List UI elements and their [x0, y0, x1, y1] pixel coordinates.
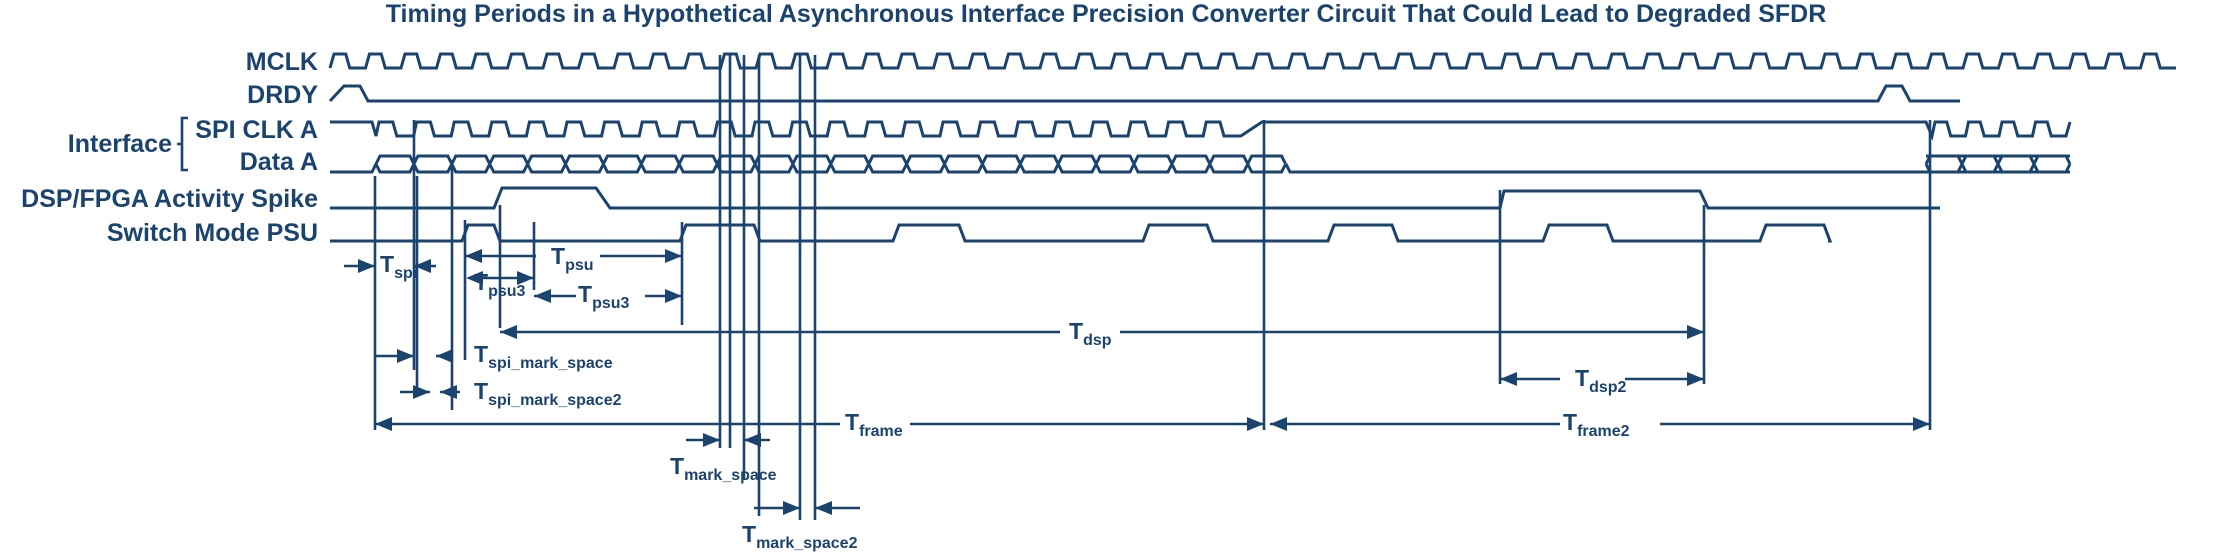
signal-label-spi-clk-a: SPI CLK A	[195, 116, 318, 144]
label-t-psu: Tpsu	[551, 243, 594, 274]
arrowhead	[744, 433, 761, 447]
signal-label-interface: Interface	[68, 130, 172, 158]
mclk-waveform	[328, 52, 2176, 70]
signal-label-switch-psu: Switch Mode PSU	[107, 219, 318, 247]
arrowhead	[703, 433, 720, 447]
arrowhead	[783, 501, 800, 515]
arrowhead	[1247, 417, 1264, 431]
data-a-waveform	[330, 154, 2072, 174]
label-t-frame: Tframe	[845, 409, 903, 440]
dsp-spike-waveform	[330, 186, 1940, 210]
label-t-spi-mark-space2: Tspi_mark_space2	[474, 378, 622, 409]
arrowhead	[665, 249, 682, 263]
arrowhead	[500, 325, 517, 339]
signal-label-mclk: MCLK	[246, 48, 318, 76]
arrowhead	[1270, 417, 1287, 431]
arrowhead	[397, 349, 414, 363]
label-t-psu3: Tpsu3	[474, 269, 526, 300]
arrowhead	[517, 271, 534, 285]
arrowhead	[534, 289, 551, 303]
label-t-spi-mark-space: Tspi_mark_space	[474, 341, 613, 372]
spi-clk-a-waveform	[330, 120, 2072, 141]
signal-label-data-a: Data A	[240, 148, 318, 176]
arrowhead	[358, 259, 375, 273]
arrowhead	[440, 385, 457, 399]
waveforms	[328, 52, 2176, 243]
label-t-mark-space: Tmark_space	[670, 453, 777, 484]
label-t-mark-space2: Tmark_space2	[742, 521, 858, 552]
signal-label-dsp-spike: DSP/FPGA Activity Spike	[21, 185, 318, 213]
interface-bracket	[177, 116, 188, 172]
diagram-title: Timing Periods in a Hypothetical Asynchr…	[386, 0, 1827, 28]
label-t-dsp: Tdsp	[1069, 318, 1112, 349]
arrowhead	[413, 385, 430, 399]
timing-arrows	[344, 249, 1930, 515]
signal-label-drdy: DRDY	[247, 81, 318, 109]
arrowhead	[665, 289, 682, 303]
arrowhead	[1500, 372, 1517, 386]
drdy-waveform	[328, 84, 1960, 103]
label-t-frame2: Tframe2	[1563, 409, 1630, 440]
arrowhead	[466, 271, 483, 285]
label-t-psu3-b: Tpsu3	[578, 281, 630, 312]
arrowhead	[375, 417, 392, 431]
label-t-spi: Tspi	[380, 251, 417, 282]
arrowhead	[465, 249, 482, 263]
arrowhead	[1687, 325, 1704, 339]
reference-lines	[373, 55, 1932, 520]
label-t-dsp2: Tdsp2	[1575, 365, 1627, 396]
arrowhead	[815, 501, 832, 515]
switch-psu-waveform	[330, 223, 1833, 243]
arrowhead	[436, 349, 453, 363]
timing-labels: Tspi Tpsu Tpsu3 Tpsu3 Tdsp Tspi_mark_spa…	[380, 243, 1630, 552]
arrowhead	[414, 259, 431, 273]
arrowhead	[1913, 417, 1930, 431]
arrowhead	[1687, 372, 1704, 386]
